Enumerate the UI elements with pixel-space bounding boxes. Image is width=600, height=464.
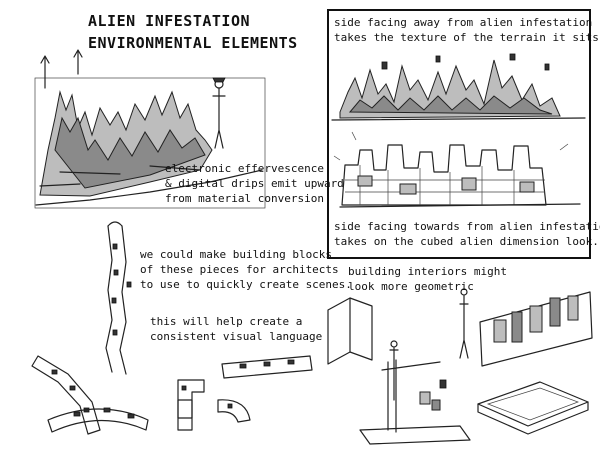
building-blocks-note: we could make building blocks of these p… <box>140 248 352 291</box>
page-title: ALIEN INFESTATION ENVIRONMENTAL ELEMENTS <box>88 10 298 54</box>
terrain-texture-sketch <box>331 53 586 121</box>
away-side-note: side facing away from alien infestation … <box>334 16 600 44</box>
effervescence-note: electronic effervescence & digital drips… <box>165 162 344 205</box>
block-pieces-sketch <box>31 355 313 435</box>
orientation-panel <box>327 9 591 259</box>
cubed-dimension-sketch <box>333 131 581 208</box>
towards-side-note: side facing towards from alien infestati… <box>334 220 600 248</box>
wall-strip-sketch <box>105 221 132 375</box>
infestation-scene-sketch <box>34 49 266 209</box>
page-title-line-2: ENVIRONMENTAL ELEMENTS <box>88 34 298 52</box>
visual-language-note: this will help create a consistent visua… <box>150 315 323 343</box>
page-title-line-1: ALIEN INFESTATION <box>88 12 251 30</box>
interior-sketches <box>327 288 593 445</box>
interiors-note: building interiors might look more geome… <box>348 265 507 293</box>
